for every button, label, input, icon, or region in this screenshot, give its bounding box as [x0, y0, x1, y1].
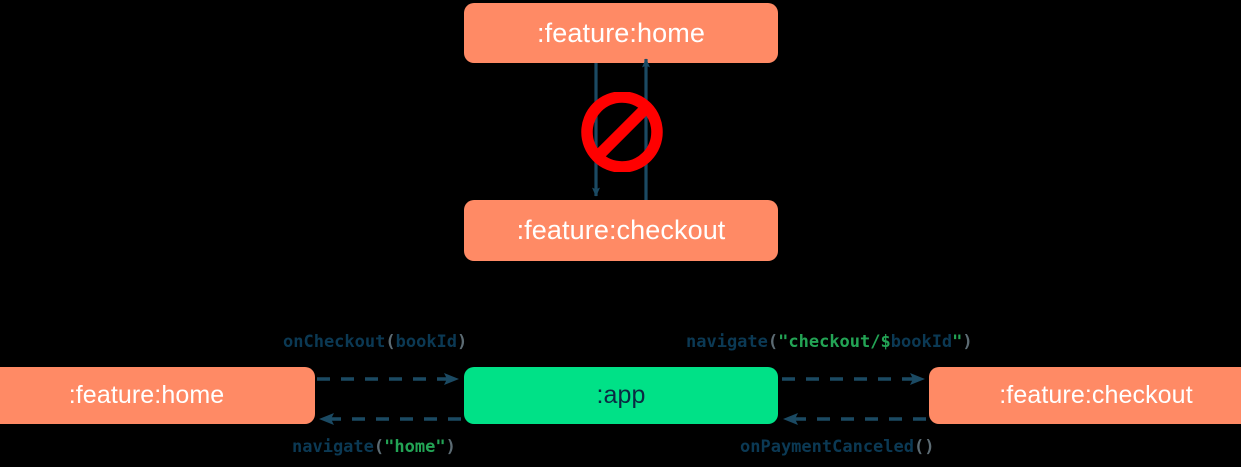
- edge-label-navigate-checkout: navigate("checkout/$bookId"): [686, 332, 973, 352]
- node-label: :feature:checkout: [999, 381, 1193, 409]
- code-token-str: ": [952, 332, 963, 352]
- node-feature-home-top[interactable]: :feature:home: [464, 3, 778, 63]
- code-token-str: "home": [384, 437, 446, 457]
- code-token-punc: (: [385, 332, 396, 352]
- code-token-punc: (): [914, 437, 935, 457]
- node-label: :feature:home: [537, 17, 705, 48]
- code-token-arg: bookId: [395, 332, 458, 352]
- code-token-var: bookId: [890, 332, 953, 352]
- node-feature-home-bottom[interactable]: :feature:home: [0, 367, 315, 424]
- code-token-fn: navigate: [686, 332, 768, 352]
- prohibited-icon: [581, 92, 663, 172]
- edge-label-on-payment-canceled: onPaymentCanceled(): [740, 437, 934, 457]
- node-label: :feature:home: [68, 381, 225, 409]
- code-token-punc: ): [962, 332, 973, 352]
- edge-label-on-checkout: onCheckout(bookId): [283, 332, 467, 352]
- code-token-fn: navigate: [292, 437, 374, 457]
- code-token-punc: (: [373, 437, 385, 457]
- code-token-punc: ): [457, 332, 468, 352]
- code-token-punc: (: [767, 332, 779, 352]
- node-label: :app: [596, 381, 646, 409]
- code-token-str: "checkout/: [778, 332, 881, 352]
- code-token-punc: ): [445, 437, 456, 457]
- edge-label-navigate-home: navigate("home"): [292, 437, 456, 457]
- code-token-fn: onPaymentCanceled: [740, 437, 914, 457]
- code-token-dollar: $: [880, 332, 891, 352]
- node-app[interactable]: :app: [464, 367, 778, 424]
- node-feature-checkout-top[interactable]: :feature:checkout: [464, 200, 778, 261]
- code-token-fn: onCheckout: [283, 332, 386, 352]
- node-feature-checkout-bottom[interactable]: :feature:checkout: [929, 367, 1241, 424]
- node-label: :feature:checkout: [516, 215, 726, 245]
